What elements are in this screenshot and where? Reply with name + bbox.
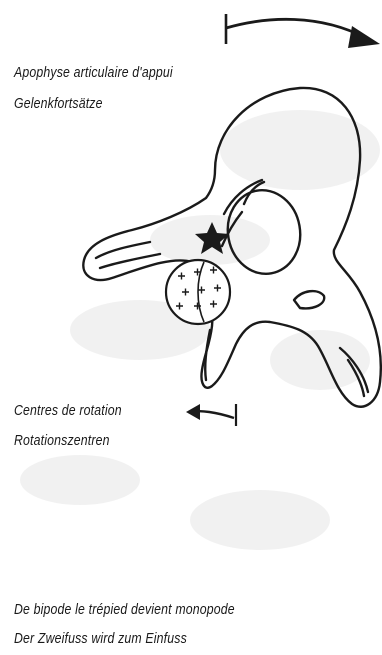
rotation-arrow-small-icon: [186, 404, 236, 426]
background-texture: [20, 110, 380, 550]
rotation-centres-circle: [166, 260, 230, 324]
rotation-arrow-icon: [226, 14, 380, 48]
rotation-label-de: Rotationszentren: [14, 432, 110, 449]
bipod-label-de: Der Zweifuss wird zum Einfuss: [14, 630, 187, 647]
articular-label-de: Gelenkfortsätze: [14, 95, 103, 112]
articular-label-fr: Apophyse articulaire d'appui: [14, 64, 173, 81]
bipod-label-fr: De bipode le trépied devient monopode: [14, 601, 235, 618]
rotation-label-fr: Centres de rotation: [14, 402, 122, 419]
